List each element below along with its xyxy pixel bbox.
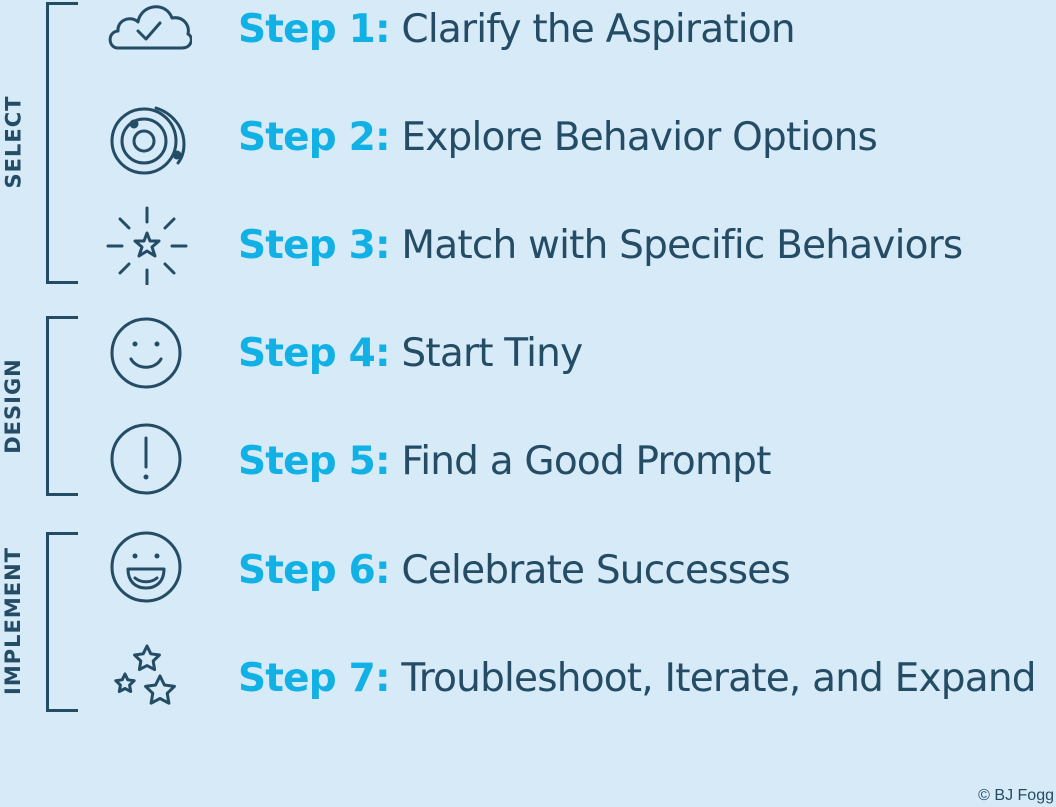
step-7-number: Step 7: (238, 656, 391, 701)
step-4-number: Step 4: (238, 331, 391, 376)
copyright-notice: © BJ Fogg (978, 787, 1054, 804)
step-4: Step 4: Start Tiny (238, 328, 583, 380)
step-1-number: Step 1: (238, 7, 391, 52)
exclamation-circle-icon (104, 420, 192, 500)
phase-label-select: SELECT (0, 0, 26, 284)
phase-label-design-text: DESIGN (1, 358, 25, 454)
step-3-title: Match with Specific Behaviors (401, 223, 963, 268)
step-6-title: Celebrate Successes (401, 548, 790, 593)
sparkle-star-icon (104, 205, 192, 285)
select-bracket (46, 2, 78, 284)
step-2-number: Step 2: (238, 115, 391, 160)
step-3: Step 3: Match with Specific Behaviors (238, 220, 963, 272)
smile-face-icon (104, 314, 192, 394)
step-1: Step 1: Clarify the Aspiration (238, 4, 796, 56)
step-7: Step 7: Troubleshoot, Iterate, and Expan… (238, 653, 1037, 705)
grin-face-icon (104, 528, 192, 608)
step-6-number: Step 6: (238, 548, 391, 593)
cloud-check-icon (104, 0, 192, 70)
step-4-title: Start Tiny (401, 331, 583, 376)
step-1-title: Clarify the Aspiration (401, 7, 795, 52)
step-3-number: Step 3: (238, 223, 391, 268)
phase-label-implement-text: IMPLEMENT (1, 547, 26, 695)
phase-label-implement: IMPLEMENT (0, 530, 26, 712)
step-6: Step 6: Celebrate Successes (238, 545, 791, 597)
step-5-number: Step 5: (238, 439, 391, 484)
implement-bracket (46, 532, 78, 712)
design-bracket (46, 316, 78, 496)
phase-label-select-text: SELECT (1, 95, 25, 189)
step-2: Step 2: Explore Behavior Options (238, 112, 878, 164)
step-5-title: Find a Good Prompt (401, 439, 771, 484)
step-7-title: Troubleshoot, Iterate, and Expand (401, 656, 1036, 701)
step-2-title: Explore Behavior Options (401, 115, 878, 160)
phase-label-design: DESIGN (0, 316, 26, 496)
orbit-target-icon (104, 100, 192, 180)
step-5: Step 5: Find a Good Prompt (238, 436, 771, 488)
three-stars-icon (104, 638, 192, 718)
